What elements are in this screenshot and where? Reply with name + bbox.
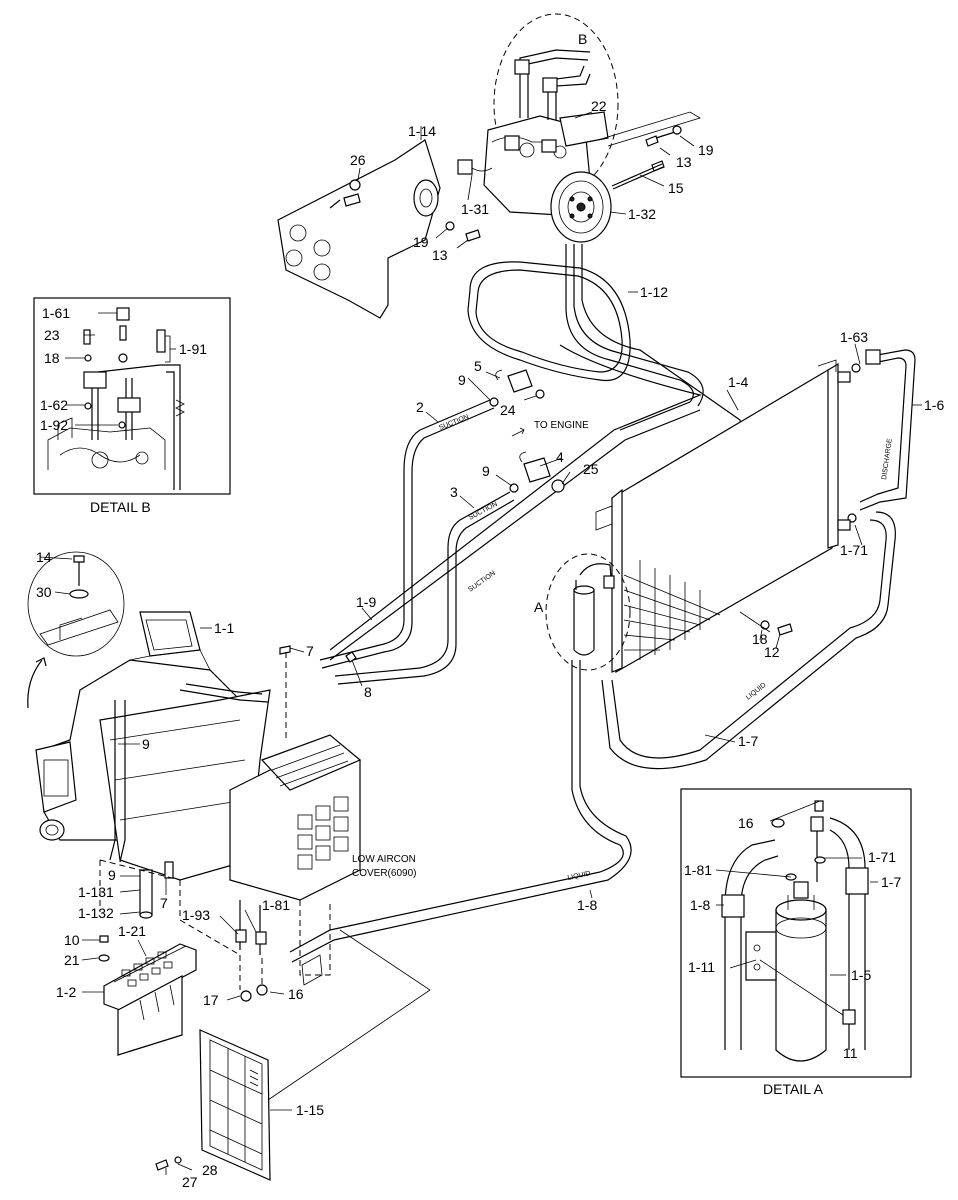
callout-27: 27 (182, 1174, 198, 1190)
callout-1-132: 1-132 (78, 905, 114, 921)
filter-cover: 1-15 27 28 (155, 929, 431, 1190)
cover-vents (297, 796, 349, 870)
callout-19-top: 19 (698, 142, 714, 158)
callout-24: 24 (500, 402, 516, 418)
callout-17: 17 (203, 992, 219, 1008)
callout-1-71: 1-71 (840, 542, 868, 558)
discharge-hose: DISCHARGE 1-6 1-63 1-71 (837, 329, 944, 558)
callout-1-32: 1-32 (628, 206, 656, 222)
callout-7-bottom: 7 (160, 895, 168, 911)
callout-23: 23 (44, 327, 60, 343)
receiver-drier: A (534, 553, 631, 671)
to-engine-label: TO ENGINE (534, 420, 589, 431)
callout-1-61: 1-61 (42, 305, 70, 321)
drive-belt: 1-12 (467, 261, 668, 382)
discharge-marking: DISCHARGE (881, 438, 894, 481)
callout-1-15: 1-15 (296, 1102, 324, 1118)
callout-1-8-detail-a: 1-8 (690, 897, 710, 913)
callout-5: 5 (474, 358, 482, 374)
detail-a-panel: 16 1-81 1-71 1-8 1-7 1-11 1-5 11 (680, 788, 912, 1078)
callout-1-6: 1-6 (924, 397, 944, 413)
callout-1-92: 1-92 (40, 417, 68, 433)
callout-18: 18 (44, 350, 60, 366)
callout-1-7-detail-a: 1-7 (881, 874, 901, 890)
callout-25: 25 (583, 461, 599, 477)
control-panel-buttons (121, 951, 173, 987)
callout-16-detail-a: 16 (738, 815, 754, 831)
detail-a-circle (545, 553, 631, 671)
callout-1-12: 1-12 (640, 284, 668, 300)
detail-a-caption: DETAIL A (763, 1081, 824, 1097)
engine-valves: TO ENGINE 5 9 24 4 9 25 (458, 358, 599, 493)
hvac-unit: 1-1 7 8 9 9 1-131 1-132 7 1-93 1-81 17 1… (35, 611, 372, 1008)
low-aircon-cover-label-line2: COVER(6090) (352, 868, 416, 879)
callout-1-14: 1-14 (408, 123, 436, 139)
callout-1-9: 1-9 (356, 594, 376, 610)
callout-14: 14 (36, 549, 52, 565)
callout-9-mid: 9 (482, 463, 490, 479)
callout-21: 21 (64, 952, 80, 968)
suction-marking-2: SUCTION (438, 414, 470, 432)
callout-1-93: 1-93 (182, 907, 210, 923)
callout-2: 2 (416, 399, 424, 415)
callout-1-2: 1-2 (56, 984, 76, 1000)
control-panel: 10 21 1-2 1-21 (56, 923, 197, 1056)
callout-1-131: 1-131 (78, 884, 114, 900)
compressor-assembly: B (457, 13, 714, 243)
callout-3: 3 (450, 484, 458, 500)
detail-b-caption: DETAIL B (90, 499, 151, 515)
callout-18-condenser: 18 (752, 631, 768, 647)
callout-4: 4 (556, 449, 564, 465)
callout-1-8: 1-8 (577, 897, 597, 913)
callout-7-top: 7 (306, 643, 314, 659)
condenser-fins (623, 560, 721, 660)
callout-30: 30 (36, 584, 52, 600)
suction-marking-1-9: SUCTION (467, 570, 497, 594)
compressor-bracket: 1-14 26 19 13 (277, 123, 481, 319)
callout-28: 28 (202, 1162, 218, 1178)
callout-b: B (578, 31, 587, 47)
callout-1-5: 1-5 (851, 967, 871, 983)
callout-1-81: 1-81 (262, 897, 290, 913)
detail-b-panel: 1-61 23 18 1-62 1-92 1-91 (33, 297, 231, 495)
callout-1-4: 1-4 (728, 374, 748, 390)
callout-1-7: 1-7 (738, 733, 758, 749)
callout-13-bracket: 13 (432, 247, 448, 263)
bolt-detail-circle: 14 30 (27, 549, 125, 709)
callout-16: 16 (288, 986, 304, 1002)
callout-12: 12 (764, 644, 780, 660)
callout-1-1: 1-1 (214, 620, 234, 636)
callout-1-62: 1-62 (40, 397, 68, 413)
low-aircon-cover-label-line1: LOW AIRCON (352, 854, 416, 865)
condenser: 18 12 (595, 359, 839, 674)
callout-19-bracket: 19 (413, 234, 429, 250)
callout-26: 26 (350, 152, 366, 168)
callout-9-hvac: 9 (142, 736, 150, 752)
callout-11: 11 (843, 1045, 858, 1061)
callout-10: 10 (64, 932, 80, 948)
liquid-marking-1-7: LIQUID (745, 682, 768, 702)
callout-22: 22 (591, 98, 607, 114)
liquid-marking-1-8: LIQUID (567, 870, 591, 882)
callout-9-drain: 9 (108, 867, 116, 883)
callout-1-11: 1-11 (688, 959, 715, 975)
liquid-hose-1-8: LIQUID 1-8 (289, 660, 632, 963)
callout-1-63: 1-63 (840, 329, 868, 345)
callout-a: A (534, 599, 544, 615)
callout-15: 15 (668, 180, 684, 196)
callout-8: 8 (364, 684, 372, 700)
callout-1-21: 1-21 (118, 923, 146, 939)
callout-9-top: 9 (458, 372, 466, 388)
callout-1-81-detail-a: 1-81 (684, 862, 712, 878)
callout-1-91: 1-91 (179, 341, 207, 357)
callout-1-31: 1-31 (461, 201, 489, 217)
callout-13-top: 13 (676, 154, 692, 170)
callout-1-71-detail-a: 1-71 (868, 849, 896, 865)
